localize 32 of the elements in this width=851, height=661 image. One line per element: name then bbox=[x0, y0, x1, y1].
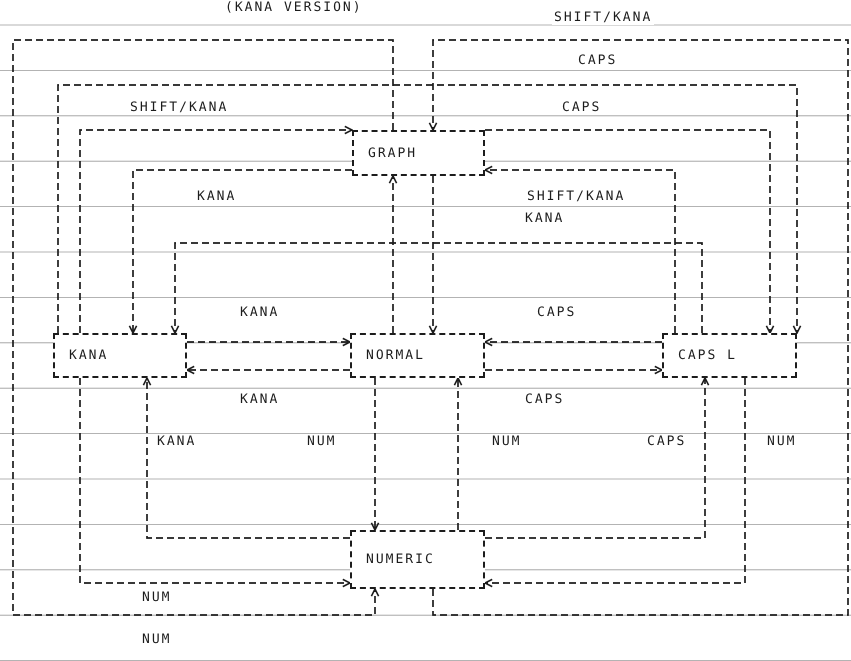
state-name: NUMERIC bbox=[366, 552, 435, 567]
arrow bbox=[12, 39, 394, 616]
arrow bbox=[79, 126, 353, 333]
arrow bbox=[186, 366, 350, 374]
arrow bbox=[142, 377, 350, 539]
arrow bbox=[388, 175, 398, 333]
arrow bbox=[428, 39, 849, 616]
edge-label: SHIFT/KANA bbox=[552, 10, 654, 25]
diagram-title: (KANA VERSION) bbox=[225, 0, 363, 15]
arrow bbox=[484, 338, 662, 346]
arrow bbox=[428, 176, 438, 334]
arrow bbox=[484, 378, 746, 588]
state-box bbox=[53, 333, 187, 378]
arrow bbox=[370, 378, 380, 531]
arrow bbox=[57, 84, 802, 334]
state-name: CAPS L bbox=[678, 348, 737, 363]
arrow bbox=[187, 338, 351, 346]
state-box bbox=[352, 130, 485, 176]
state-name: NORMAL bbox=[366, 348, 425, 363]
arrow bbox=[454, 377, 462, 530]
arrow bbox=[484, 166, 676, 333]
state-box bbox=[350, 333, 485, 378]
state-name: KANA bbox=[69, 348, 108, 363]
arrow bbox=[79, 378, 351, 588]
state-box bbox=[350, 530, 485, 589]
arrow bbox=[128, 169, 352, 334]
arrow bbox=[485, 366, 663, 374]
arrow bbox=[485, 129, 774, 334]
arrow bbox=[485, 377, 710, 539]
arrow bbox=[170, 242, 703, 334]
state-box bbox=[662, 333, 797, 378]
state-name: GRAPH bbox=[368, 146, 418, 160]
